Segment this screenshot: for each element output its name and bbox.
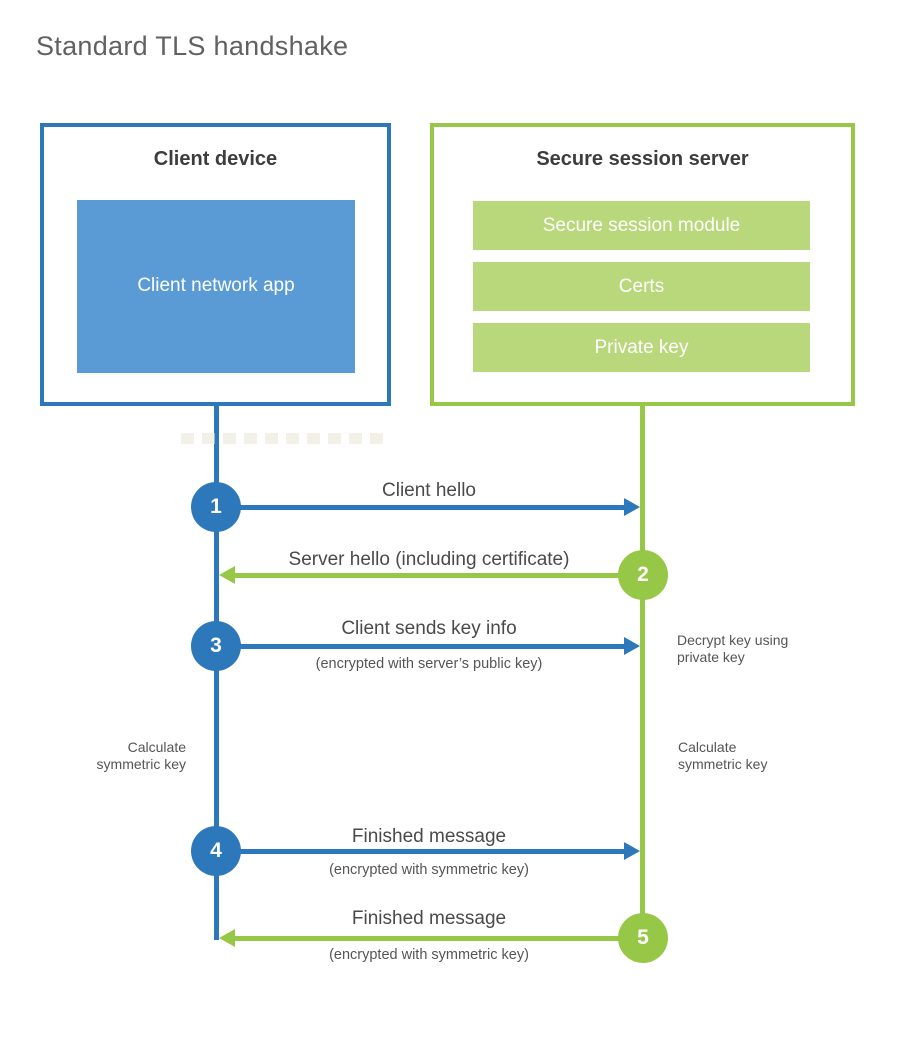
step-5-label: Finished message [351, 908, 507, 929]
client-device-box: Client device Client network app [40, 123, 391, 406]
step-1-label: Client hello [382, 480, 476, 501]
step-4-circle: 4 [191, 826, 241, 876]
step-2-arrow-line [235, 573, 643, 578]
step-1-arrow-line [216, 505, 624, 510]
server-box: Secure session server Secure session mod… [430, 123, 855, 406]
client-lifeline [214, 404, 219, 940]
step-5-arrow-line [235, 936, 643, 941]
step-3-sublabel: (encrypted with server’s public key) [315, 656, 543, 672]
note-calculate-symmetric-key-right: Calculate symmetric key [678, 739, 768, 772]
faint-dashes-artifact [181, 433, 390, 444]
step-4-arrowhead-right-icon [624, 842, 640, 860]
client-device-heading: Client device [153, 148, 278, 170]
client-network-app-label: Client network app [137, 275, 295, 297]
step-4-label: Finished message [351, 826, 507, 847]
step-1-circle: 1 [191, 482, 241, 532]
step-5-arrowhead-left-icon [219, 929, 235, 947]
step-5-sublabel: (encrypted with symmetric key) [329, 947, 529, 963]
step-2-label: Server hello (including certificate) [288, 549, 570, 570]
page-title: Standard TLS handshake [36, 31, 349, 61]
step-2-number: 2 [637, 563, 649, 586]
server-module-bar-private-key: Private key [473, 323, 810, 372]
server-heading: Secure session server [536, 148, 749, 170]
step-1-arrowhead-right-icon [624, 498, 640, 516]
note-calculate-symmetric-key-left: Calculate symmetric key [96, 739, 186, 772]
server-module-bar-secure-session-module: Secure session module [473, 201, 810, 250]
client-network-app-box: Client network app [77, 200, 355, 373]
step-3-number: 3 [210, 634, 222, 657]
step-3-label: Client sends key info [341, 618, 517, 639]
step-5-circle: 5 [618, 913, 668, 963]
server-lifeline [640, 404, 645, 938]
step-2-circle: 2 [618, 550, 668, 600]
step-3-arrowhead-right-icon [624, 637, 640, 655]
step-5-number: 5 [637, 926, 649, 949]
step-4-arrow-line [216, 849, 624, 854]
step-4-sublabel: (encrypted with symmetric key) [329, 862, 529, 878]
step-1-number: 1 [210, 495, 222, 518]
step-2-arrowhead-left-icon [219, 566, 235, 584]
note-decrypt-key: Decrypt key using private key [677, 632, 789, 665]
server-module-bar-certs: Certs [473, 262, 810, 311]
step-3-arrow-line [216, 644, 624, 649]
step-3-circle: 3 [191, 621, 241, 671]
step-4-number: 4 [210, 839, 222, 862]
